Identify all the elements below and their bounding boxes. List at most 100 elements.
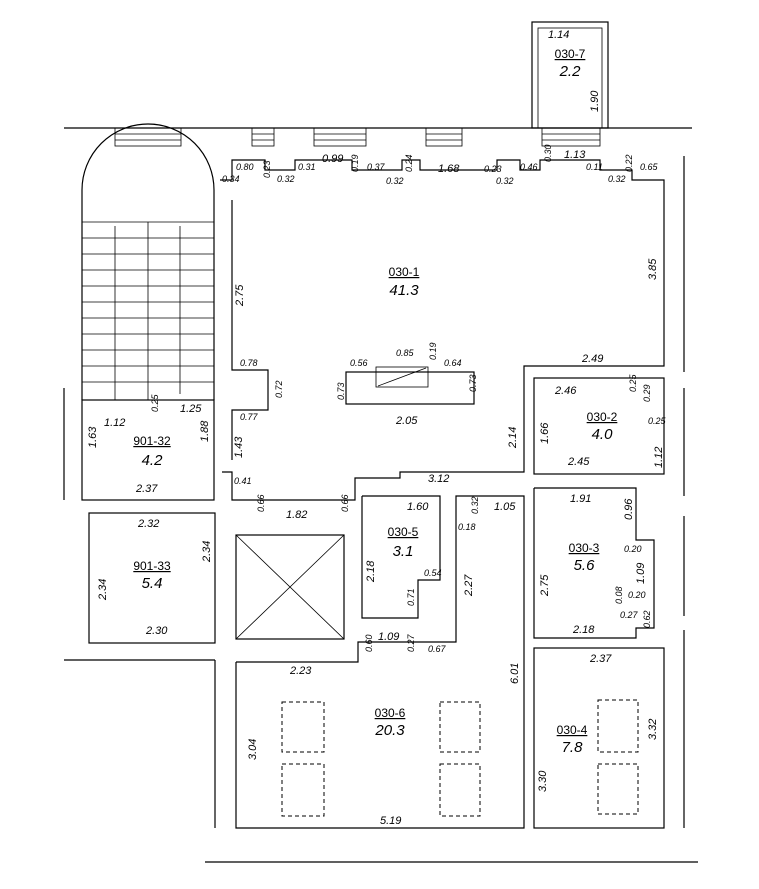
svg-text:7.8: 7.8: [562, 739, 584, 756]
dim-label: 0.60: [364, 634, 374, 652]
dim-label: 5.19: [380, 815, 401, 827]
dim-label: 1.12: [653, 447, 665, 468]
svg-text:2.2: 2.2: [559, 63, 582, 80]
dim-label: 0.25: [628, 373, 638, 392]
dim-label: 6.01: [509, 663, 521, 684]
dim-label: 0.11: [586, 162, 603, 172]
dim-label: 0.71: [406, 588, 416, 606]
left-wall-fragments: [63, 388, 216, 828]
room-label-901-33: 901-33 5.4: [133, 559, 171, 592]
dim-label: 1.25: [180, 403, 202, 415]
svg-text:030-7: 030-7: [555, 47, 586, 61]
svg-text:030-3: 030-3: [569, 541, 600, 555]
dim-label: 0.46: [520, 162, 538, 172]
room-label-030-1: 030-1 41.3: [389, 265, 420, 299]
room-030-2-outline: [533, 377, 665, 475]
dim-label: 2.49: [581, 353, 603, 365]
svg-text:901-33: 901-33: [133, 559, 171, 573]
stairwell-arch: [81, 123, 215, 400]
dimension-labels: 1.14 1.90 0.30 1.13 0.80 0.23 0.34 0.32 …: [87, 29, 667, 827]
dim-label: 0.32: [277, 174, 295, 184]
dim-label: 0.73: [468, 374, 478, 392]
dim-label: 0.20: [624, 544, 642, 554]
dim-label: 0.85: [396, 348, 415, 358]
dim-label: 2.45: [567, 456, 590, 468]
svg-text:030-2: 030-2: [587, 410, 618, 424]
room-label-030-7: 030-7 2.2: [555, 47, 586, 80]
dim-label: 0.20: [628, 590, 646, 600]
dim-label: 2.30: [145, 625, 168, 637]
room-label-030-3: 030-3 5.6: [569, 541, 600, 574]
dim-label: 2.18: [572, 624, 595, 636]
room-030-3-outline: [533, 487, 655, 639]
room-030-1-outline: [220, 159, 665, 501]
dim-label: 1.05: [494, 501, 516, 513]
dim-label: 2.75: [539, 574, 551, 597]
dim-label: 0.72: [274, 380, 284, 398]
dim-label: 2.37: [589, 653, 612, 665]
dim-label: 0.32: [496, 176, 514, 186]
dim-label: 1.09: [635, 563, 647, 584]
dim-label: 2.23: [289, 665, 312, 677]
shaft-cross-2: [235, 534, 345, 640]
dim-label: 0.32: [470, 496, 480, 514]
dim-label: 1.63: [87, 426, 99, 448]
dim-label: 0.22: [624, 154, 634, 172]
svg-text:030-1: 030-1: [389, 265, 420, 279]
dim-label: 2.05: [395, 415, 418, 427]
dim-label: 1.60: [407, 501, 429, 513]
dim-label: 0.27: [406, 633, 416, 652]
dim-label: 0.56: [350, 358, 368, 368]
dim-label: 1.14: [548, 29, 569, 41]
dim-label: 1.82: [286, 509, 307, 521]
dim-label: 0.66: [256, 494, 266, 512]
dim-label: 3.85: [647, 258, 659, 280]
dim-label: 0.30: [543, 144, 553, 162]
dim-label: 0.29: [642, 384, 652, 402]
shaft-outline: [235, 534, 345, 640]
dim-label: 0.19: [350, 154, 360, 172]
room-label-030-4: 030-4 7.8: [557, 723, 588, 756]
room-030-5-outline: [361, 495, 441, 619]
dim-label: 0.99: [322, 153, 343, 165]
svg-text:5.6: 5.6: [574, 557, 596, 574]
dim-label: 0.23: [262, 160, 272, 178]
svg-text:20.3: 20.3: [374, 722, 405, 739]
dim-label: 2.18: [365, 560, 377, 583]
dim-label: 1.43: [233, 436, 245, 458]
dim-label: 3.30: [537, 770, 549, 792]
column-diagonal: [377, 367, 427, 387]
stair-steps: [82, 221, 214, 383]
dim-label: 3.04: [247, 739, 259, 760]
dim-label: 0.25: [648, 416, 667, 426]
dim-label: 0.23: [484, 164, 502, 174]
dim-label: 0.62: [642, 610, 652, 628]
svg-text:4.0: 4.0: [592, 426, 614, 443]
dim-label: 0.77: [240, 412, 259, 422]
room-label-030-5: 030-5 3.1: [388, 525, 419, 560]
dim-label: 2.34: [201, 541, 213, 563]
dim-label: 0.54: [424, 568, 442, 578]
dim-label: 0.96: [623, 498, 635, 520]
room-030-6-fixtures: [281, 701, 481, 817]
room-901-32-outline: [81, 399, 215, 501]
dim-label: 0.80: [236, 162, 254, 172]
svg-text:4.2: 4.2: [142, 452, 164, 469]
dim-label: 3.12: [428, 473, 449, 485]
dim-label: 0.37: [367, 162, 386, 172]
dim-label: 0.66: [340, 494, 350, 512]
dim-label: 2.14: [507, 427, 519, 449]
room-label-901-32: 901-32 4.2: [133, 434, 171, 469]
dim-label: 1.68: [438, 163, 460, 175]
dim-label: 1.91: [570, 493, 591, 505]
room-901-33-outline: [88, 512, 216, 644]
room-label-030-6: 030-6 20.3: [374, 706, 405, 739]
dim-label: 0.24: [404, 154, 414, 172]
dim-label: 0.67: [428, 644, 447, 654]
dim-label: 2.46: [554, 385, 577, 397]
column-030-1: [345, 371, 475, 405]
room-label-030-2: 030-2 4.0: [587, 410, 618, 443]
dim-label: 0.64: [444, 358, 462, 368]
dim-label: 2.37: [135, 483, 158, 495]
